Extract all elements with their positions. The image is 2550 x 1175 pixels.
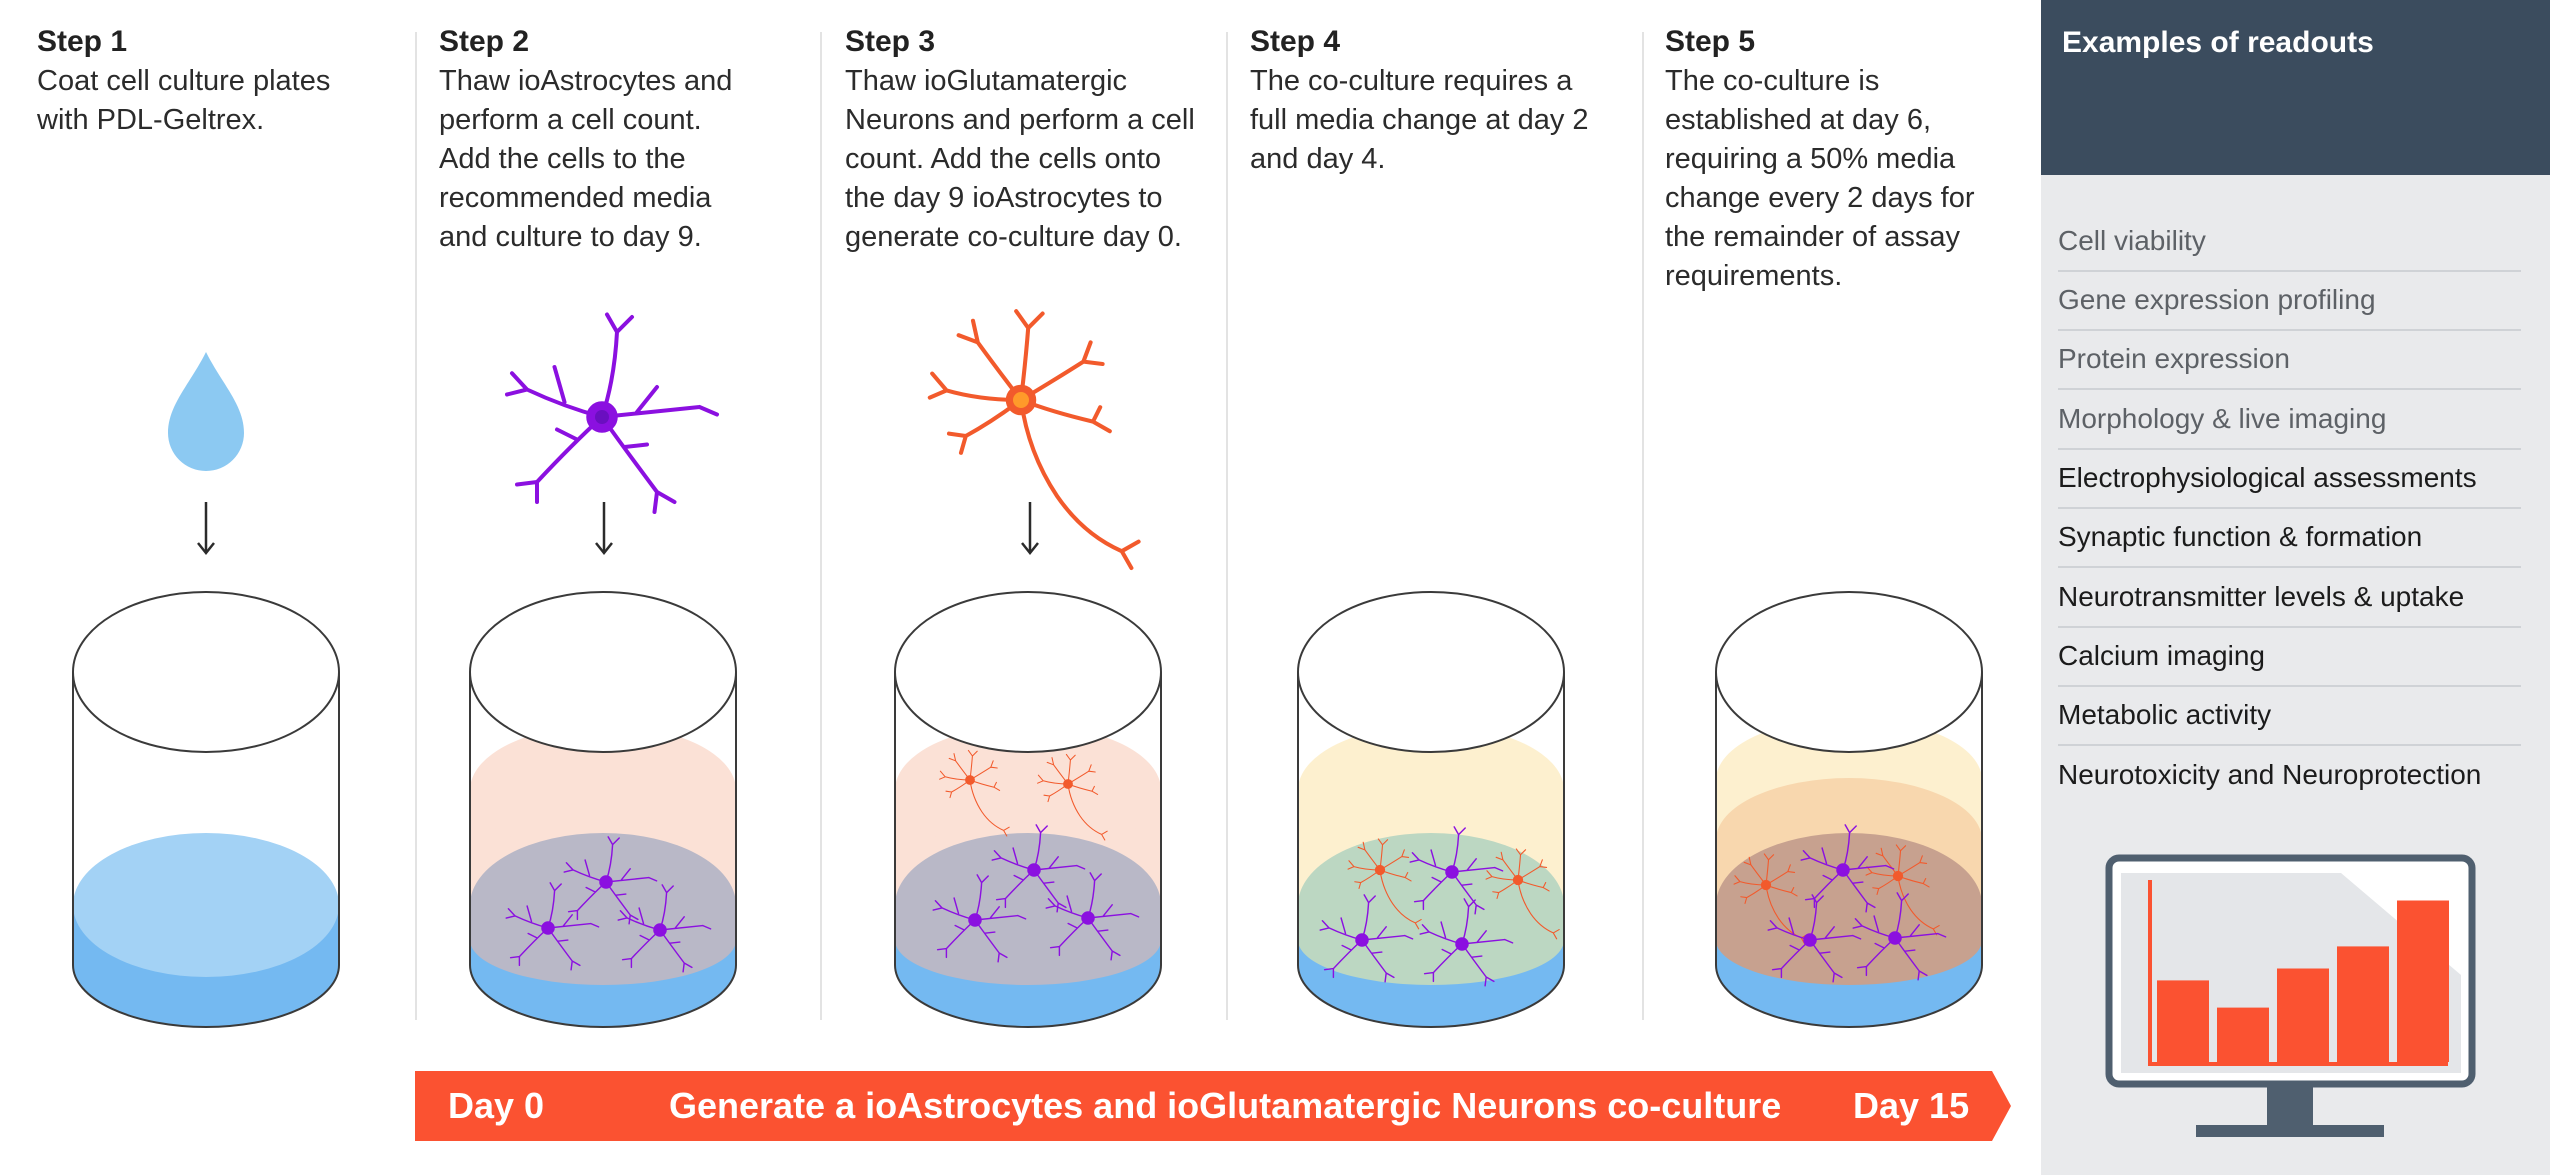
neuron-icon — [930, 311, 1139, 568]
culture-well-5 — [1715, 591, 1983, 1028]
timeline-end-label: Day 15 — [1853, 1085, 1970, 1126]
readout-item: Calcium imaging — [2058, 629, 2521, 687]
column-divider — [820, 32, 822, 1020]
step-2-title: Step 2 — [439, 25, 530, 58]
monitor-bar — [2217, 1007, 2269, 1062]
down-arrow-icon — [595, 502, 613, 556]
monitor-bar — [2157, 980, 2209, 1062]
monitor-bar — [2337, 946, 2389, 1062]
readout-item: Metabolic activity — [2058, 688, 2521, 746]
monitor-bar — [2277, 968, 2329, 1062]
column-divider — [1226, 32, 1228, 1020]
droplet-icon — [168, 352, 244, 471]
readout-item: Protein expression — [2058, 332, 2521, 390]
timeline-arrow — [415, 1071, 2011, 1141]
step-4-title: Step 4 — [1250, 25, 1341, 58]
neuron-nucleus — [1013, 392, 1029, 408]
readouts-title: Examples of readouts — [2062, 26, 2374, 59]
readout-item: Neurotoxicity and Neuroprotection — [2058, 759, 2482, 790]
column-divider — [1642, 32, 1644, 1020]
readout-item: Gene expression profiling — [2058, 273, 2521, 331]
readout-item: Electrophysiological assessments — [2058, 451, 2521, 509]
culture-well-3 — [894, 591, 1162, 1028]
step-5-title: Step 5 — [1665, 25, 1756, 58]
readout-item: Cell viability — [2058, 214, 2521, 272]
timeline-label: Generate a ioAstrocytes and ioGlutamater… — [669, 1085, 1782, 1126]
culture-well-2 — [469, 591, 737, 1028]
monitor-chart-icon — [2105, 854, 2476, 1137]
column-divider — [415, 32, 417, 1020]
readout-item: Morphology & live imaging — [2058, 392, 2521, 450]
culture-well-4 — [1297, 591, 1565, 1028]
down-arrow-icon — [197, 502, 215, 556]
step-3-title: Step 3 — [845, 25, 936, 58]
down-arrow-icon — [1021, 502, 1039, 556]
step-1-title: Step 1 — [37, 25, 128, 58]
readout-item: Neurotransmitter levels & uptake — [2058, 570, 2521, 628]
culture-well-1 — [72, 591, 340, 1028]
readouts-header: Examples of readouts — [2041, 0, 2550, 175]
monitor-bar — [2397, 900, 2449, 1062]
readouts-panel: Examples of readouts Cell viability Gene… — [2041, 0, 2550, 1175]
astrocyte-icon — [505, 312, 719, 514]
culture-diagram — [72, 0, 2011, 1141]
readout-item: Synaptic function & formation — [2058, 510, 2521, 568]
astrocyte-nucleus — [595, 410, 609, 424]
timeline-start-label: Day 0 — [448, 1085, 545, 1126]
